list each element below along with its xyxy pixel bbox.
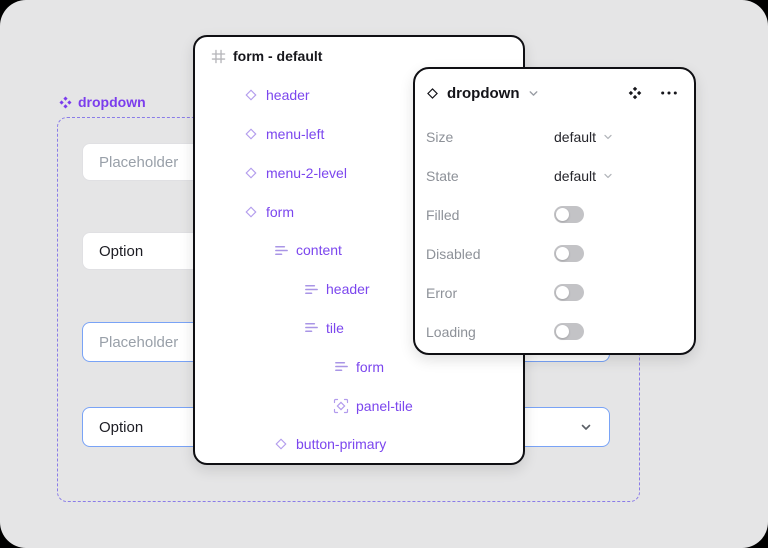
toggle-knob <box>556 286 569 299</box>
properties-panel-title: dropdown <box>447 84 520 102</box>
chevron-down-icon <box>604 173 612 178</box>
prop-row-error: Error <box>426 273 678 312</box>
properties-panel: dropdown Size default <box>413 67 696 355</box>
layers-panel-title: form - default <box>233 48 323 65</box>
layer-item-label: button-primary <box>296 436 387 453</box>
toggle-knob <box>556 325 569 338</box>
diamond-icon <box>243 166 259 180</box>
input-placeholder-text: Placeholder <box>99 153 179 171</box>
diamond-icon <box>273 437 289 451</box>
prop-label: Loading <box>426 323 476 340</box>
layer-item-label: tile <box>326 319 344 336</box>
toggle-knob <box>556 208 569 221</box>
chevron-down-icon[interactable] <box>527 87 540 100</box>
layer-item-form-2[interactable]: form <box>333 347 523 386</box>
layer-item-label: header <box>266 87 310 104</box>
component-icon[interactable] <box>628 86 642 100</box>
autolayout-lines-icon <box>303 282 319 297</box>
diamond-icon <box>243 88 259 102</box>
layer-item-tile[interactable]: tile <box>303 309 523 348</box>
frame-icon <box>210 49 226 64</box>
more-options-icon[interactable] <box>660 86 678 100</box>
prop-row-size: Size default <box>426 117 678 156</box>
instance-icon <box>333 398 349 414</box>
state-select[interactable]: default <box>554 168 614 184</box>
input-placeholder-text: Placeholder <box>99 333 179 351</box>
layer-item-button-primary[interactable]: button-primary <box>273 425 523 463</box>
prop-row-loading: Loading <box>426 312 678 351</box>
layer-item-header[interactable]: header <box>243 76 523 115</box>
properties-panel-header: dropdown <box>426 69 678 117</box>
layer-item-label: header <box>326 281 370 298</box>
select-value: default <box>554 128 597 145</box>
diamond-icon <box>243 205 259 219</box>
layer-item-form[interactable]: form <box>243 192 523 231</box>
layer-item-label: menu-2-level <box>266 164 347 181</box>
prop-label: Error <box>426 284 458 301</box>
error-toggle[interactable] <box>554 284 584 301</box>
prop-row-state: State default <box>426 156 678 195</box>
loading-toggle[interactable] <box>554 323 584 340</box>
component-label[interactable]: dropdown <box>59 94 146 110</box>
prop-row-disabled: Disabled <box>426 234 678 273</box>
autolayout-lines-icon <box>333 359 349 374</box>
layer-item-header-2[interactable]: header <box>303 270 523 309</box>
layers-panel-title-row[interactable]: form - default <box>210 37 523 76</box>
prop-label: Size <box>426 128 454 145</box>
disabled-toggle[interactable] <box>554 245 584 262</box>
filled-toggle[interactable] <box>554 206 584 223</box>
layer-item-content[interactable]: content <box>273 231 523 270</box>
component-label-text: dropdown <box>78 94 146 110</box>
layer-item-label: panel-tile <box>356 397 413 414</box>
diamond-icon <box>243 127 259 141</box>
autolayout-lines-icon <box>303 320 319 335</box>
layer-item-menu-left[interactable]: menu-left <box>243 115 523 154</box>
select-option-text: Option <box>99 242 144 260</box>
layer-item-label: form <box>356 358 384 375</box>
component-icon <box>59 95 72 109</box>
chevron-down-icon <box>604 134 612 139</box>
layer-item-label: content <box>296 242 342 259</box>
size-select[interactable]: default <box>554 129 614 145</box>
autolayout-lines-icon <box>273 243 289 258</box>
prop-row-filled: Filled <box>426 195 678 234</box>
select-value: default <box>554 167 597 184</box>
prop-label: Filled <box>426 206 460 223</box>
layer-item-label: menu-left <box>266 125 325 142</box>
select-option-text: Option <box>99 418 144 436</box>
chevron-down-icon <box>579 420 593 434</box>
diamond-icon <box>427 87 438 99</box>
prop-label: Disabled <box>426 245 481 262</box>
layer-item-menu-2-level[interactable]: menu-2-level <box>243 153 523 192</box>
toggle-knob <box>556 247 569 260</box>
layer-item-label: form <box>266 203 294 220</box>
prop-label: State <box>426 167 459 184</box>
layer-item-panel-tile[interactable]: panel-tile <box>333 386 523 425</box>
